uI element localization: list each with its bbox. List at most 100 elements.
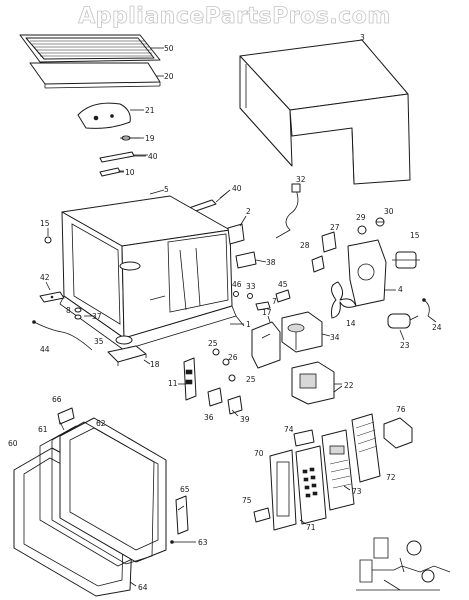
label-74[interactable]: 74 [284, 425, 294, 434]
label-29[interactable]: 29 [356, 213, 366, 222]
label-50[interactable]: 50 [164, 44, 174, 53]
outer-cabinet[interactable] [239, 39, 411, 185]
label-11[interactable]: 11 [168, 379, 178, 388]
label-23[interactable]: 23 [400, 341, 410, 350]
label-33[interactable]: 33 [246, 282, 256, 291]
label-64[interactable]: 64 [138, 583, 148, 592]
part-46[interactable] [233, 291, 239, 297]
part-33[interactable] [247, 293, 253, 299]
label-45[interactable]: 45 [278, 280, 288, 289]
label-62[interactable]: 62 [96, 419, 106, 428]
magnetron-22[interactable] [291, 361, 342, 405]
capacitor-23[interactable] [387, 313, 419, 329]
label-35[interactable]: 35 [94, 337, 104, 346]
switch-39[interactable] [227, 395, 243, 415]
switch-2[interactable] [227, 223, 245, 245]
label-22[interactable]: 22 [344, 381, 354, 390]
oven-cavity[interactable] [59, 195, 245, 351]
latch-38[interactable] [235, 251, 257, 269]
label-26[interactable]: 26 [228, 353, 238, 362]
label-21[interactable]: 21 [145, 106, 155, 115]
label-14[interactable]: 14 [346, 319, 356, 328]
label-10[interactable]: 10 [125, 168, 135, 177]
label-60[interactable]: 60 [8, 439, 18, 448]
label-71[interactable]: 71 [306, 523, 316, 532]
switch-28[interactable] [311, 255, 325, 273]
screw-8[interactable] [74, 307, 82, 313]
label-1[interactable]: 1 [246, 320, 251, 329]
keypad-71[interactable] [295, 445, 327, 525]
base-plate-18[interactable] [107, 345, 147, 366]
fan-blade-14[interactable] [331, 281, 357, 319]
label-38[interactable]: 38 [266, 258, 276, 267]
label-15a[interactable]: 15 [40, 219, 50, 228]
fan-bracket-4[interactable] [347, 239, 396, 307]
label-73[interactable]: 73 [352, 487, 362, 496]
label-18[interactable]: 18 [150, 360, 160, 369]
label-8[interactable]: 8 [66, 306, 71, 315]
label-36[interactable]: 36 [204, 413, 214, 422]
label-2[interactable]: 2 [246, 207, 251, 216]
relay-76[interactable] [383, 417, 413, 449]
label-25a[interactable]: 25 [208, 339, 218, 348]
stirrer-cover[interactable] [77, 102, 131, 129]
part-26[interactable] [222, 358, 230, 366]
hinge-66[interactable] [57, 407, 75, 425]
part-75[interactable] [253, 507, 271, 523]
screw-63[interactable] [170, 540, 187, 544]
label-32[interactable]: 32 [296, 175, 306, 184]
label-3[interactable]: 3 [360, 33, 365, 42]
label-40b[interactable]: 40 [232, 184, 242, 193]
label-61[interactable]: 61 [38, 425, 48, 434]
part-45[interactable] [275, 289, 291, 303]
label-42[interactable]: 42 [40, 273, 50, 282]
label-25b[interactable]: 25 [246, 375, 256, 384]
label-19[interactable]: 19 [145, 134, 155, 143]
touch-panel-70[interactable] [269, 449, 297, 531]
part-30[interactable] [375, 217, 385, 227]
label-5[interactable]: 5 [164, 185, 169, 194]
part-25a[interactable] [212, 348, 220, 356]
label-27[interactable]: 27 [330, 223, 340, 232]
switch-36[interactable] [207, 387, 223, 407]
label-66[interactable]: 66 [52, 395, 62, 404]
label-39[interactable]: 39 [240, 415, 250, 424]
label-20[interactable]: 20 [164, 72, 174, 81]
label-37[interactable]: 37 [92, 312, 102, 321]
duct-17[interactable] [251, 321, 281, 369]
power-cord-32[interactable] [275, 183, 301, 239]
label-28[interactable]: 28 [300, 241, 310, 250]
label-30[interactable]: 30 [384, 207, 394, 216]
fuse-24[interactable] [422, 298, 437, 323]
label-74[interactable] [293, 429, 315, 447]
part-25b[interactable] [228, 374, 236, 382]
bottom-tray[interactable] [29, 62, 161, 89]
control-board-72[interactable] [351, 413, 381, 483]
door-panel-64[interactable] [51, 421, 155, 565]
control-panel-73[interactable] [321, 429, 355, 511]
label-65[interactable]: 65 [180, 485, 190, 494]
bracket-42[interactable] [39, 291, 65, 303]
transformer-34[interactable] [281, 311, 323, 353]
label-34[interactable]: 34 [330, 333, 340, 342]
label-72[interactable]: 72 [386, 473, 396, 482]
switch-27[interactable] [321, 231, 337, 253]
rack-grille[interactable] [19, 34, 161, 63]
fan-motor-15[interactable] [392, 251, 420, 269]
label-46[interactable]: 46 [232, 280, 242, 289]
label-44[interactable]: 44 [40, 345, 50, 354]
label-63[interactable]: 63 [198, 538, 208, 547]
label-24[interactable]: 24 [432, 323, 442, 332]
washer-37[interactable] [74, 314, 82, 320]
grommet-15[interactable] [44, 236, 52, 244]
door-latch-65[interactable] [175, 495, 189, 535]
mount-35[interactable] [115, 335, 133, 345]
label-40a[interactable]: 40 [148, 152, 158, 161]
label-7[interactable]: 7 [272, 297, 277, 306]
part-7[interactable] [255, 301, 271, 311]
bracket-strip-40a[interactable] [99, 151, 148, 163]
wire-44[interactable] [32, 320, 93, 351]
label-70[interactable]: 70 [254, 449, 264, 458]
label-75[interactable]: 75 [242, 496, 252, 505]
part-29[interactable] [357, 225, 367, 235]
